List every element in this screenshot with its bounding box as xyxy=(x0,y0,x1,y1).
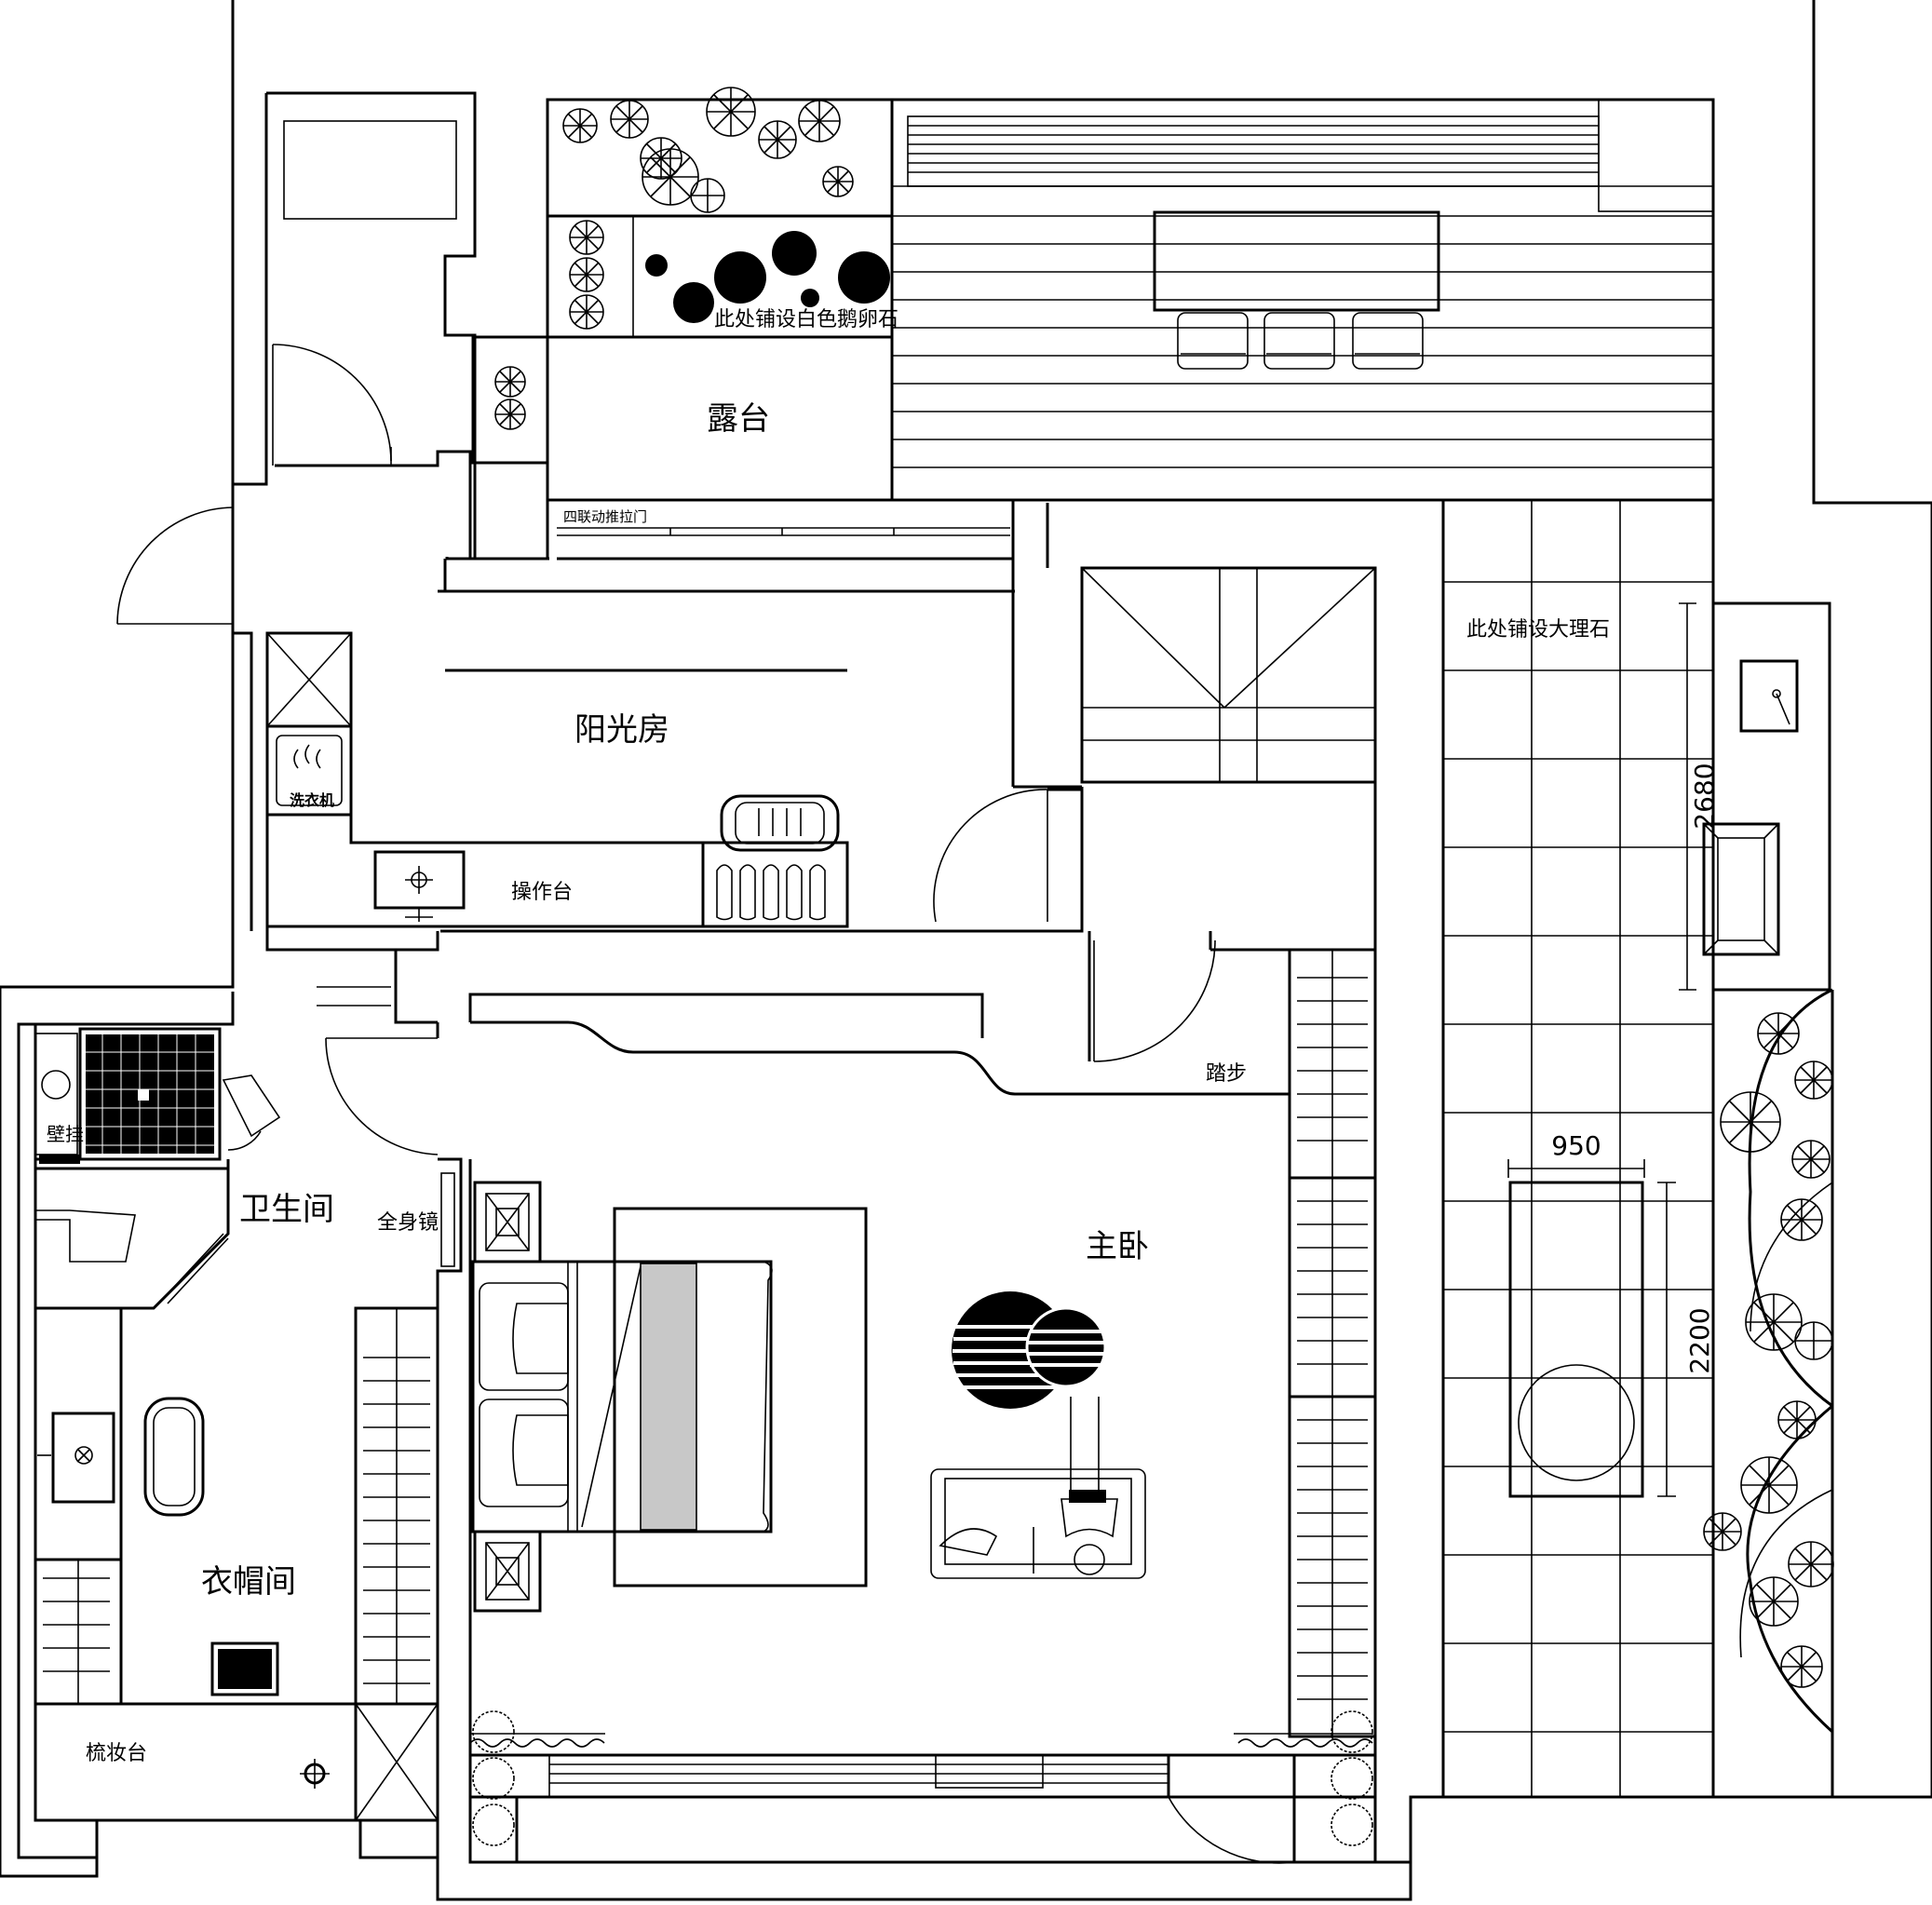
shrub-icon xyxy=(706,87,756,137)
shrub-icon xyxy=(1788,1541,1834,1588)
shrub-icon xyxy=(1777,1400,1817,1439)
label-dresser: 梳妆台 xyxy=(86,1742,147,1765)
label-washer: 洗衣机 xyxy=(290,791,334,809)
shrub-icon xyxy=(569,294,604,330)
marble-area xyxy=(1441,498,1834,1799)
nightstand-icon xyxy=(473,1530,542,1613)
dimension-2200: 2200 xyxy=(1684,1307,1715,1373)
label-pebble-note: 此处铺设白色鹅卵石 xyxy=(714,308,898,331)
shrub-icon xyxy=(758,120,797,159)
entry-door xyxy=(116,484,253,931)
dressing-table xyxy=(34,1702,439,1822)
labels: 露台 此处铺设白色鹅卵石 四联动推拉门 阳光房 操作台 此处铺设大理石 踏步 主… xyxy=(47,308,1610,1765)
chair-icon xyxy=(1177,312,1249,370)
chair-icon xyxy=(1352,312,1424,370)
shrub-icon xyxy=(1720,1091,1781,1153)
shrub-icon xyxy=(1791,1140,1831,1179)
label-wall-hang: 壁挂 xyxy=(47,1123,84,1145)
shrub-icon xyxy=(494,399,526,430)
shrub-icon xyxy=(562,108,598,143)
label-cloakroom: 衣帽间 xyxy=(201,1563,296,1601)
label-sunroom: 阳光房 xyxy=(574,711,669,749)
label-folding-door: 四联动推拉门 xyxy=(563,508,647,525)
shrub-icon xyxy=(472,1757,515,1800)
shrub-icon xyxy=(1794,1061,1833,1100)
bathroom xyxy=(34,1024,281,1310)
shrub-icon xyxy=(494,366,526,398)
shrub-icon xyxy=(1780,1198,1823,1241)
utility-room xyxy=(233,91,549,561)
shrub-icon xyxy=(1331,1710,1373,1753)
plant-icons-right xyxy=(1703,1012,1834,1688)
shrub-icon xyxy=(1757,1012,1800,1055)
shrub-icon xyxy=(1331,1804,1373,1846)
shrub-icon xyxy=(1749,1576,1799,1627)
dimension-2680: 2680 xyxy=(1689,763,1720,829)
plant-icons-top xyxy=(494,87,854,430)
bed-icon xyxy=(471,1260,773,1533)
dimensions: 2680 950 2200 xyxy=(1551,763,1720,1373)
shrub-icon xyxy=(1740,1456,1798,1514)
shrub-icon xyxy=(1703,1512,1742,1551)
label-step: 踏步 xyxy=(1206,1062,1247,1086)
label-marble-note: 此处铺设大理石 xyxy=(1466,618,1610,642)
shrub-icon xyxy=(798,100,841,142)
sunroom xyxy=(265,559,1084,1007)
staircase xyxy=(933,503,1377,931)
balcony-bottom xyxy=(468,1710,1375,1864)
label-mirror: 全身镜 xyxy=(377,1211,439,1235)
nightstand-icon xyxy=(473,1181,542,1263)
side-table-icon xyxy=(952,1291,1107,1409)
deck-table xyxy=(1153,210,1440,312)
shrub-icon xyxy=(690,178,725,213)
dimension-950: 950 xyxy=(1551,1130,1601,1161)
utility-door-swing xyxy=(272,344,392,462)
laundry-sink xyxy=(283,120,457,220)
shrub-icon xyxy=(569,220,604,255)
shrub-icon xyxy=(1780,1645,1823,1688)
shrub-icon xyxy=(472,1804,515,1846)
shrub-icon xyxy=(822,166,854,197)
sofa-icon xyxy=(930,1468,1146,1579)
chair-icon xyxy=(1263,312,1335,370)
cloakroom xyxy=(34,1306,439,1706)
shrub-icon xyxy=(610,100,649,139)
shrub-icon xyxy=(1794,1321,1833,1360)
shrub-icon xyxy=(640,137,682,180)
label-terrace: 露台 xyxy=(707,400,770,438)
bathroom-door xyxy=(325,1022,463,1704)
label-master-bedroom: 主卧 xyxy=(1086,1228,1149,1265)
shrub-icon xyxy=(1745,1293,1803,1351)
deck-area xyxy=(890,98,1715,502)
shrub-icon xyxy=(472,1710,515,1753)
shrub-icon xyxy=(642,148,699,206)
person-icon xyxy=(1061,1397,1118,1575)
shrub-icon xyxy=(1331,1757,1373,1800)
label-counter: 操作台 xyxy=(511,881,573,904)
shrub-icon xyxy=(569,257,604,292)
label-bathroom: 卫生间 xyxy=(239,1191,334,1228)
master-bedroom xyxy=(468,948,1411,1864)
